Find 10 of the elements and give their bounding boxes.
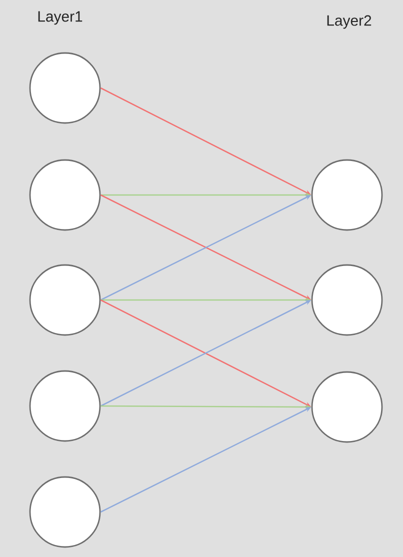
circle-node — [311, 264, 383, 336]
column-heading: Layer1 — [38, 11, 82, 25]
circle-node — [29, 370, 101, 442]
circle-node — [29, 159, 101, 231]
circle-node — [311, 159, 383, 231]
circle-node — [29, 476, 101, 548]
column-heading: Layer2 — [327, 15, 372, 29]
circle-node — [311, 371, 383, 443]
circle-node — [29, 52, 101, 124]
circle-node — [29, 264, 101, 336]
